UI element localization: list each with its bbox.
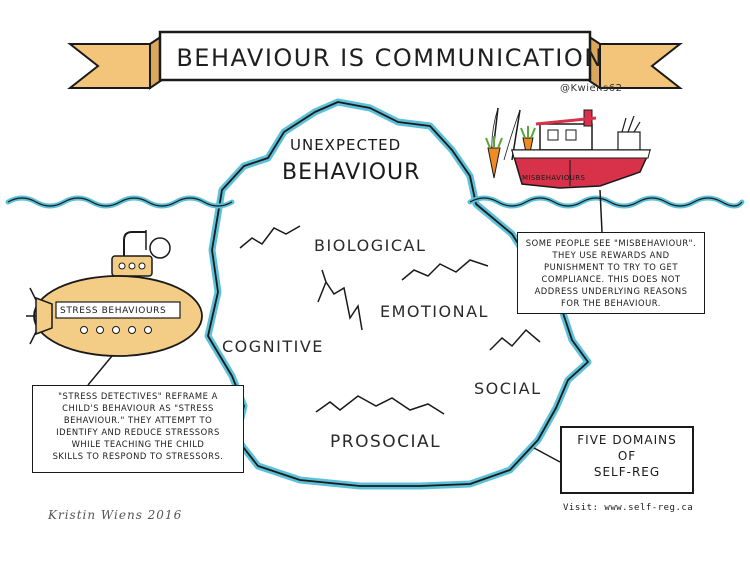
domains-line1: FIVE DOMAINS	[577, 433, 677, 447]
banner-right-tail	[599, 43, 683, 89]
iceberg-tip-line1: UNEXPECTED	[290, 136, 402, 154]
misbehaviour-note: SOME PEOPLE SEE "MISBEHAVIOUR". THEY USE…	[517, 232, 705, 314]
domain-social: SOCIAL	[474, 379, 542, 398]
banner-title: BEHAVIOUR IS COMMUNICATION	[176, 44, 604, 72]
note-line: CHILD'S BEHAVIOUR AS "STRESS	[62, 403, 214, 413]
domain-biological: BIOLOGICAL	[314, 236, 427, 255]
note-line: FOR THE BEHAVIOUR.	[561, 298, 661, 308]
water-line-ink	[7, 197, 743, 207]
note-line: "STRESS DETECTIVES" REFRAME A	[58, 391, 218, 401]
note-line: THEY USE REWARDS AND	[552, 250, 670, 260]
domains-line3: SELF-REG	[593, 465, 661, 479]
domain-prosocial: PROSOCIAL	[330, 432, 442, 452]
artist-handle: @Kwiens62	[560, 83, 623, 94]
domain-cognitive: COGNITIVE	[222, 337, 324, 356]
website-link[interactable]: Visit: www.self-reg.ca	[563, 503, 694, 513]
domain-emotional: EMOTIONAL	[380, 302, 489, 321]
note-line: SOME PEOPLE SEE "MISBEHAVIOUR".	[525, 238, 697, 248]
banner-left-tail	[67, 43, 151, 89]
banner-ribbon	[67, 30, 683, 90]
artist-signature: Kristin Wiens 2016	[48, 508, 183, 522]
note-line: PUNISHMENT TO TRY TO GET	[544, 262, 678, 272]
note-line: SKILLS TO RESPOND TO STRESSORS.	[52, 451, 224, 461]
crevice-lines	[239, 225, 541, 415]
stress-detectives-note: "STRESS DETECTIVES" REFRAME A CHILD'S BE…	[32, 385, 244, 473]
submarine-label: STRESS BEHAVIOURS	[60, 306, 167, 316]
submarine	[26, 230, 203, 357]
iceberg-tip-line2: BEHAVIOUR	[282, 160, 421, 185]
note-line: ADDRESS UNDERLYING REASONS	[534, 286, 688, 296]
note-line: WHILE TEACHING THE CHILD	[71, 439, 205, 449]
connector-lines	[87, 189, 603, 463]
note-line: COMPLIANCE. THIS DOES NOT	[541, 274, 681, 284]
banner-body	[158, 30, 592, 82]
carrot-icon	[487, 147, 501, 179]
boat	[485, 107, 652, 189]
note-line: BEHAVIOUR." THEY ATTEMPT TO	[63, 415, 213, 425]
domains-line2: OF	[617, 449, 637, 463]
note-line: IDENTIFY AND REDUCE STRESSORS	[56, 427, 220, 437]
boat-label: MISBEHAVIOURS	[522, 174, 586, 182]
five-domains-box: FIVE DOMAINS OF SELF-REG	[560, 426, 694, 494]
